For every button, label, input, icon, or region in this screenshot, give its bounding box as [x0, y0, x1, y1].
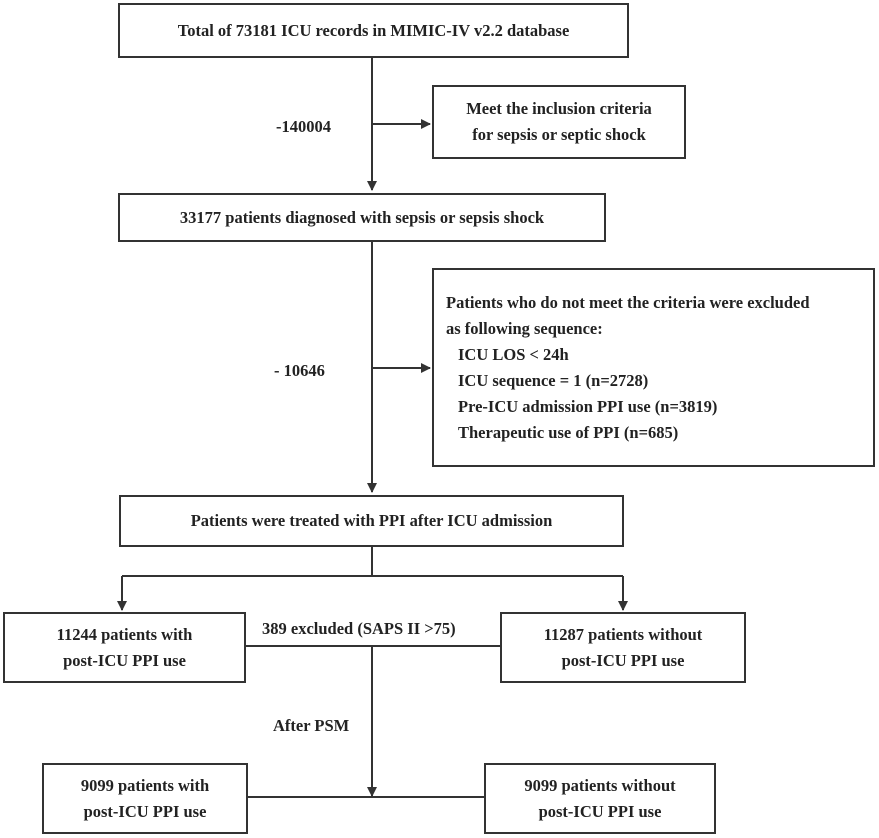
without-ppi-psm-line-2: post-ICU PPI use — [538, 801, 662, 821]
treated-patients-box: Patients were treated with PPI after ICU… — [119, 495, 624, 547]
inclusion-criteria-box: Meet the inclusion criteria for sepsis o… — [432, 85, 686, 159]
total-records-text: Total of 73181 ICU records in MIMIC-IV v… — [177, 20, 570, 40]
inclusion-line-2: for sepsis or septic shock — [472, 125, 646, 144]
without-ppi-line-2: post-ICU PPI use — [561, 650, 685, 670]
exclusion-item: Pre-ICU admission PPI use (n=3819) — [458, 396, 718, 416]
without-ppi-line-1: 11287 patients without — [543, 624, 703, 644]
with-ppi-line-2: post-ICU PPI use — [63, 650, 186, 670]
with-ppi-line-1: 11244 patients with — [56, 624, 193, 644]
excluded-count-label-2: - 10646 — [274, 361, 325, 380]
exclusion-heading-2: as following sequence: — [446, 318, 603, 338]
exclusion-criteria-box: Patients who do not meet the criteria we… — [432, 268, 875, 467]
with-ppi-box: 11244 patients with post-ICU PPI use — [3, 612, 246, 683]
saps-excluded-label: 389 excluded (SAPS II >75) — [262, 619, 456, 638]
with-ppi-psm-box: 9099 patients with post-ICU PPI use — [42, 763, 248, 834]
without-ppi-box: 11287 patients without post-ICU PPI use — [500, 612, 746, 683]
psm-label: After PSM — [273, 716, 350, 735]
with-ppi-psm-line-2: post-ICU PPI use — [83, 801, 207, 821]
sepsis-patients-box: 33177 patients diagnosed with sepsis or … — [118, 193, 606, 242]
total-records-box: Total of 73181 ICU records in MIMIC-IV v… — [118, 3, 629, 58]
exclusion-item: ICU sequence = 1 (n=2728) — [458, 370, 649, 390]
exclusion-heading-1: Patients who do not meet the criteria we… — [446, 292, 810, 312]
excluded-count-label-1: -140004 — [276, 117, 331, 136]
exclusion-item: Therapeutic use of PPI (n=685) — [458, 422, 679, 442]
exclusion-item: ICU LOS < 24h — [458, 344, 569, 364]
inclusion-line-1: Meet the inclusion criteria — [466, 99, 652, 118]
sepsis-patients-text: 33177 patients diagnosed with sepsis or … — [179, 207, 545, 227]
with-ppi-psm-line-1: 9099 patients with — [80, 775, 210, 795]
without-ppi-psm-line-1: 9099 patients without — [524, 775, 676, 795]
without-ppi-psm-box: 9099 patients without post-ICU PPI use — [484, 763, 716, 834]
treated-patients-text: Patients were treated with PPI after ICU… — [190, 511, 553, 530]
